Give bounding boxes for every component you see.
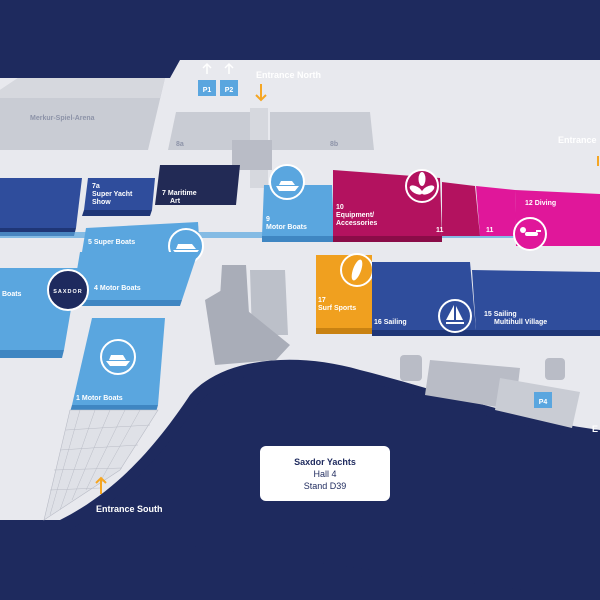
hall-11a-number: 11 xyxy=(436,227,444,234)
diver-icon xyxy=(520,227,541,236)
arrow-up-icon xyxy=(202,62,234,74)
entrance-east-lower-label[interactable]: E xyxy=(592,424,598,434)
hall-11b-number: 11 xyxy=(486,227,494,234)
hall-7-line2: Art xyxy=(170,198,181,205)
hall-10-number: 10 xyxy=(336,204,344,211)
hall-17-number: 17 xyxy=(318,297,326,304)
exhibitor-hall: Hall 4 xyxy=(313,469,337,479)
hall-west-navy xyxy=(0,178,82,228)
sailboat-icon xyxy=(446,305,464,324)
hall-1-outdoor-grid xyxy=(43,409,159,521)
hall-12-label: 12 Diving xyxy=(525,200,556,207)
hall-9-side xyxy=(262,236,334,242)
exhibitor-info-card[interactable]: Saxdor Yachts Hall 4 Stand D39 xyxy=(260,446,390,501)
hall-8b-label: 8b xyxy=(330,141,338,148)
hall-9-number: 9 xyxy=(266,216,270,223)
hall-10-line2: Accessories xyxy=(336,220,377,227)
tower-base xyxy=(205,290,290,365)
silo-1 xyxy=(400,355,422,381)
hall-17-side xyxy=(316,328,372,334)
hall-15 xyxy=(472,270,600,330)
saxdor-logo-text: SAXDOR xyxy=(53,289,83,295)
hall-7 xyxy=(155,165,240,205)
hall-9-line1: Motor Boats xyxy=(266,224,307,231)
hall-7a-number: 7a xyxy=(92,183,100,190)
hall-10-side xyxy=(333,236,442,242)
east-structure xyxy=(425,360,520,410)
hall-3-label: Boats xyxy=(2,291,22,298)
surfboard-icon xyxy=(351,259,363,281)
hall-7a xyxy=(84,178,155,210)
hall-7a-side xyxy=(82,210,152,216)
hall-16-label: 16 Sailing xyxy=(374,319,407,326)
hall-8a-label: 8a xyxy=(176,141,184,148)
entrance-east-label[interactable]: Entrance xyxy=(558,135,597,145)
hall-7-line1: 7 Maritime xyxy=(162,190,197,197)
arena-label: Merkur-Spiel-Arena xyxy=(30,115,95,122)
hall-15-line1: 15 Sailing xyxy=(484,311,517,318)
hall-1-label: 1 Motor Boats xyxy=(76,395,123,402)
motorboat-icon-hall1 xyxy=(106,355,130,366)
hall-3-side xyxy=(0,350,64,358)
hall-10-line1: Equipment/ xyxy=(336,212,374,219)
arrow-up-south-icon xyxy=(95,476,107,494)
hall-5-label: 5 Super Boats xyxy=(88,239,135,246)
parking-p2-label: P2 xyxy=(225,87,234,94)
entrance-south-label[interactable]: Entrance South xyxy=(96,504,163,514)
parking-p1-label: P1 xyxy=(203,87,212,94)
hall-8a xyxy=(168,112,250,150)
hall-8b xyxy=(270,112,374,150)
entrance-north-label[interactable]: Entrance North xyxy=(256,70,321,80)
hall-4-side xyxy=(70,300,182,306)
motorboat-icon xyxy=(276,181,299,191)
hall-11b xyxy=(476,186,516,236)
sailboat-icon-badge xyxy=(438,299,472,333)
hall-15-line2: Multihull Village xyxy=(494,319,547,326)
hall-15-side xyxy=(476,330,600,336)
silo-2 xyxy=(545,358,565,380)
arena-top xyxy=(0,78,165,98)
parking-p2[interactable] xyxy=(220,80,238,96)
grid-lines xyxy=(49,409,151,516)
hall-4-label: 4 Motor Boats xyxy=(94,285,141,292)
arrow-down-icon xyxy=(255,84,267,102)
hall-7a-line2: Show xyxy=(92,199,111,206)
hall-4 xyxy=(72,252,198,300)
hall-11a xyxy=(442,182,480,236)
parking-p4-label: P4 xyxy=(539,399,548,406)
hall-17-line1: Surf Sports xyxy=(318,305,356,312)
exhibitor-name: Saxdor Yachts xyxy=(294,457,356,467)
parking-p4[interactable] xyxy=(534,392,552,408)
saxdor-logo-badge[interactable] xyxy=(47,269,89,311)
hall-7a-line1: Super Yacht xyxy=(92,191,133,198)
parking-p1[interactable] xyxy=(198,80,216,96)
propeller-icon xyxy=(409,172,435,195)
tower-building-2 xyxy=(250,270,288,335)
exhibitor-stand: Stand D39 xyxy=(303,481,347,491)
